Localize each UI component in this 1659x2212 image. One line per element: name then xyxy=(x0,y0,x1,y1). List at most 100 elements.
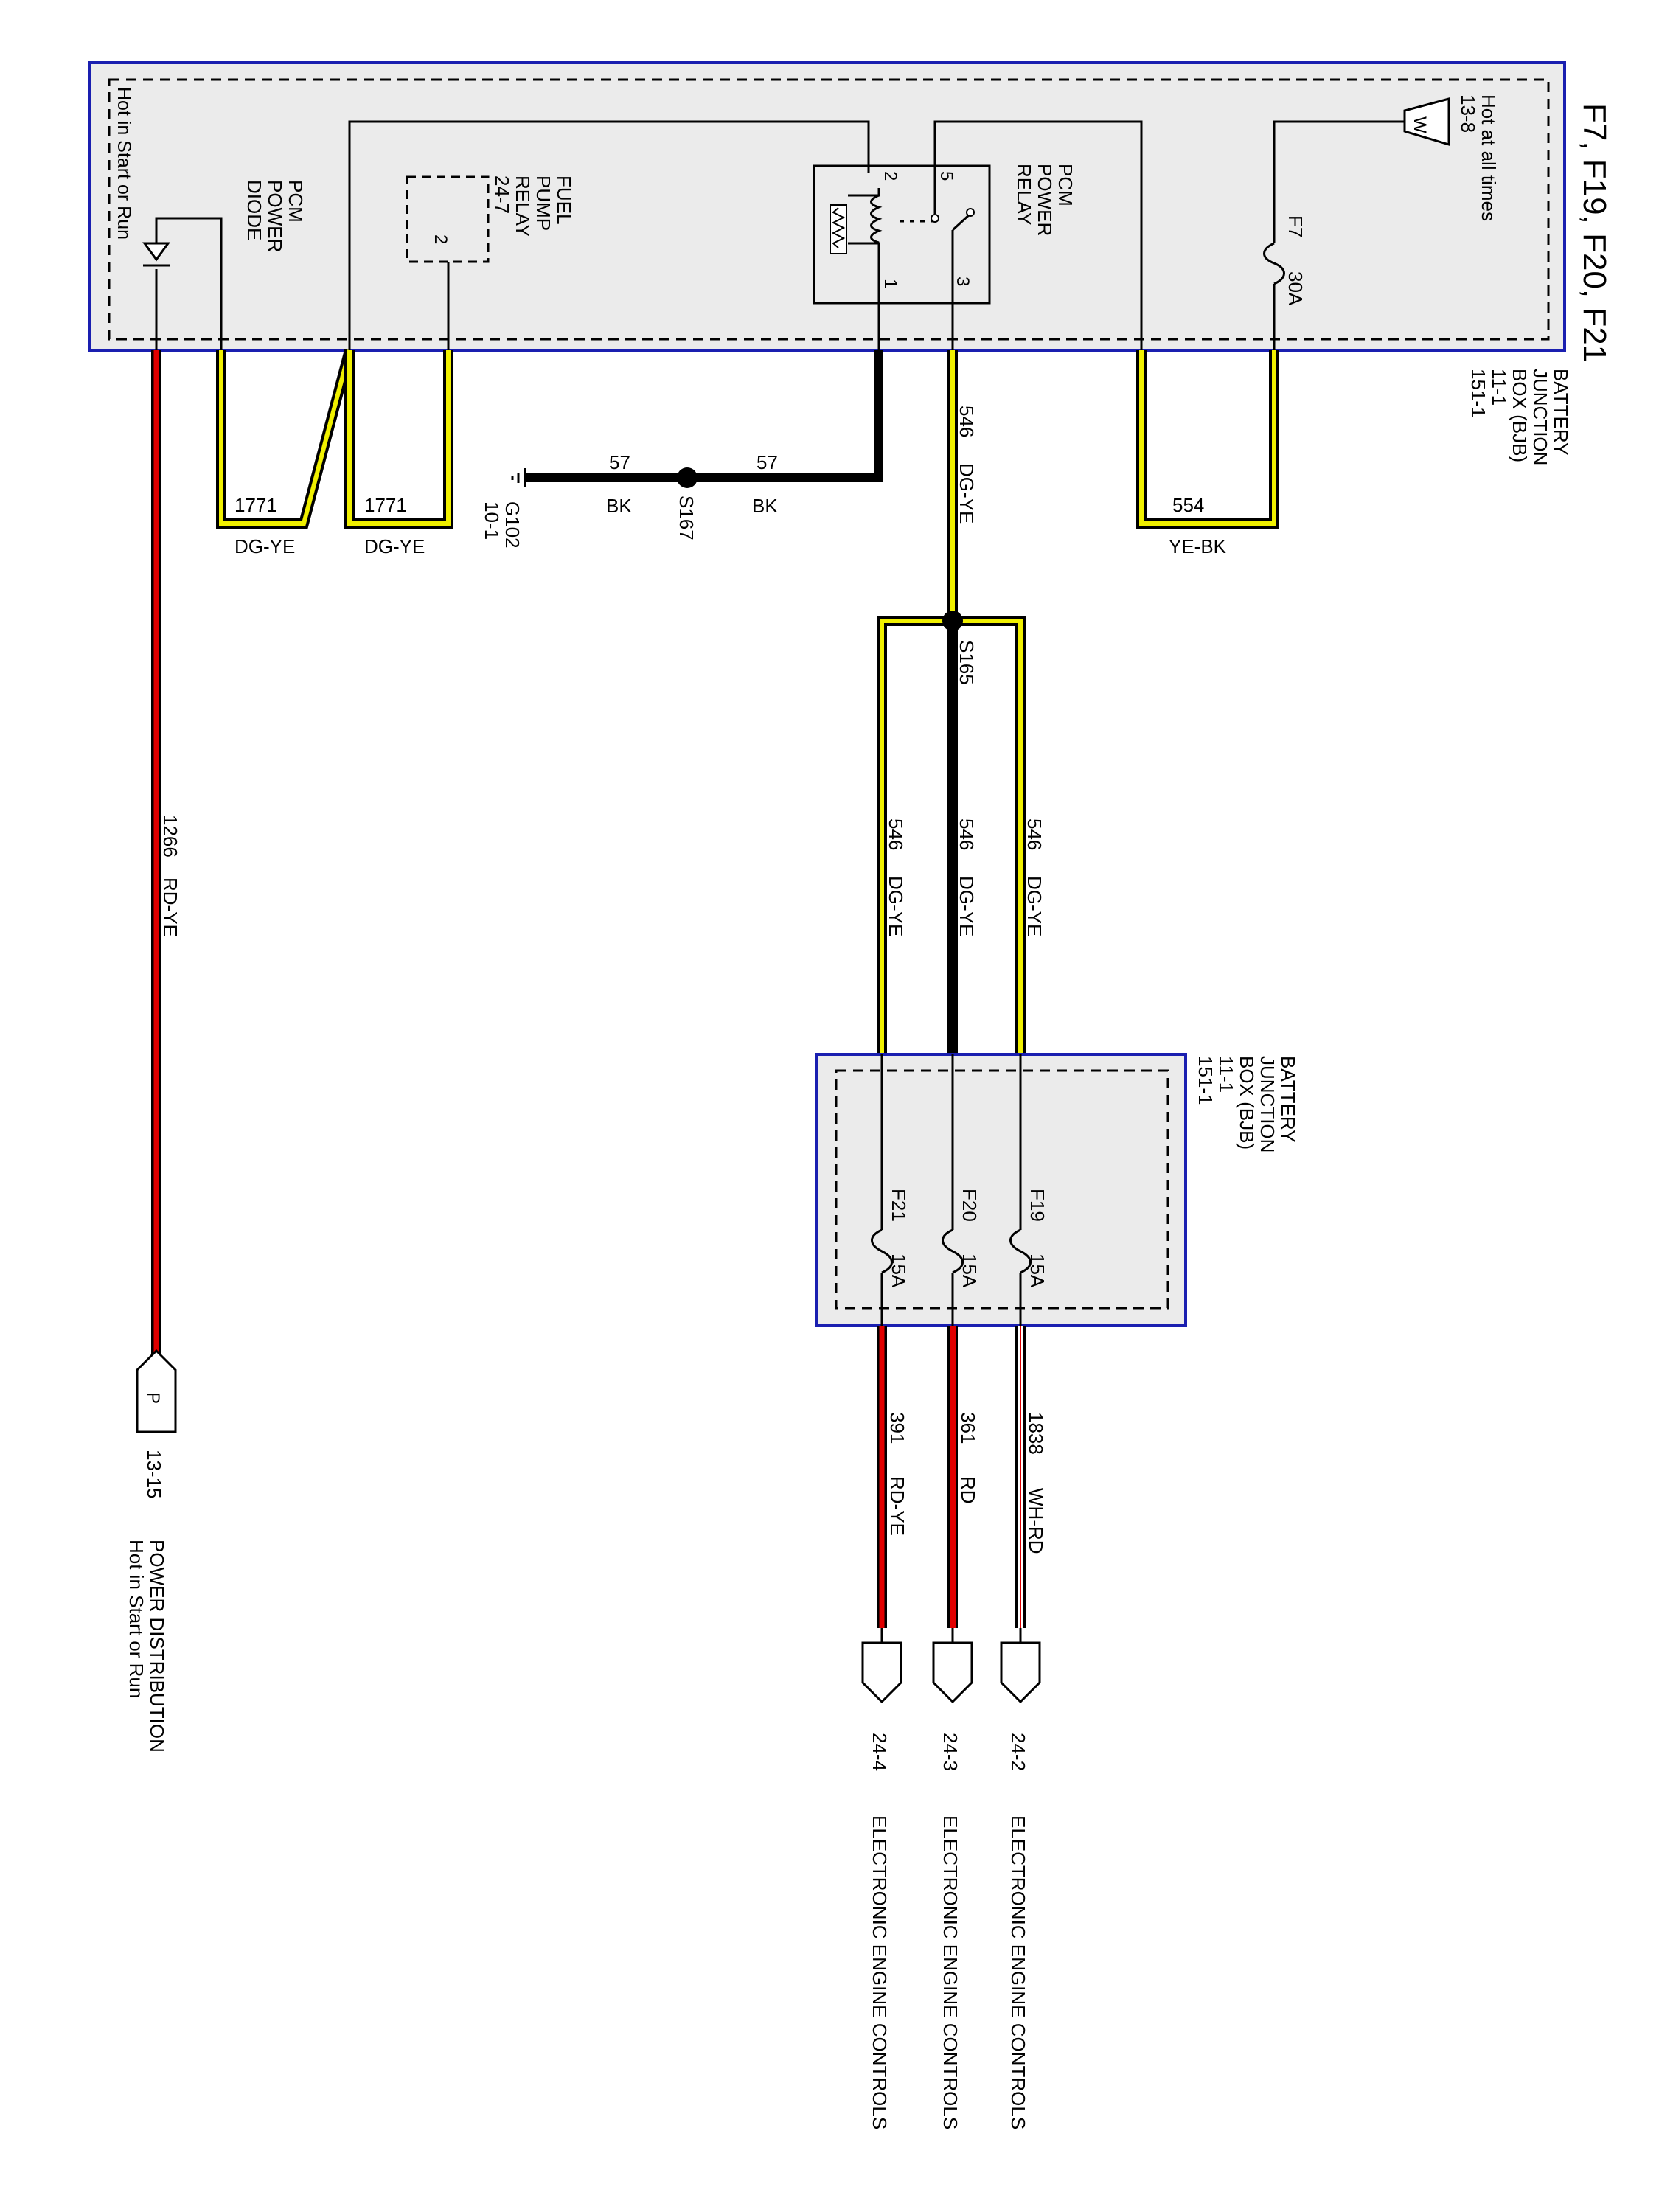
svg-text:POWER: POWER xyxy=(264,180,286,252)
svg-text:30A: 30A xyxy=(1284,271,1307,306)
svg-text:PCM: PCM xyxy=(1054,164,1077,206)
fuse-f20: F20 15A xyxy=(942,1189,981,1288)
svg-text:W: W xyxy=(1410,116,1430,133)
svg-text:3: 3 xyxy=(953,276,973,286)
svg-text:Hot at all times: Hot at all times xyxy=(1478,94,1500,221)
wire-1266-circuit: 1266 xyxy=(159,815,181,858)
svg-text:G102: G102 xyxy=(501,501,524,549)
wire-57-a-color: BK xyxy=(606,495,632,517)
wire-57-b-color: BK xyxy=(752,495,778,517)
battery-junction-box-lower xyxy=(815,1053,1187,1327)
branch-c-circuit: 546 xyxy=(1023,818,1046,850)
splice-s165 xyxy=(942,611,963,631)
pcm-power-relay: 2 5 1 3 xyxy=(813,164,991,305)
svg-text:POWER: POWER xyxy=(1034,164,1056,236)
svg-text:24-4: 24-4 xyxy=(869,1733,891,1771)
wire-57 xyxy=(511,350,883,487)
bjb-lower-label: BATTERY JUNCTION BOX (BJB) 11-1 151-1 xyxy=(1194,1056,1299,1152)
hot-at-all-times-connector: W xyxy=(1403,97,1450,147)
wire-361-color: RD xyxy=(957,1476,979,1504)
svg-text:F7: F7 xyxy=(1284,215,1307,237)
svg-text:15A: 15A xyxy=(1026,1253,1048,1288)
svg-text:PCM: PCM xyxy=(285,180,307,223)
fuse-f21: F21 15A xyxy=(871,1189,910,1288)
wire-546-color: DG-YE xyxy=(956,463,978,524)
svg-text:Hot in Start or Run: Hot in Start or Run xyxy=(125,1540,147,1698)
wire-1771 xyxy=(216,349,453,529)
wire-554-circuit: 554 xyxy=(1172,494,1204,516)
svg-text:BOX (BJB): BOX (BJB) xyxy=(1236,1056,1258,1150)
svg-text:RELAY: RELAY xyxy=(512,175,534,237)
wire-1266-color: RD-YE xyxy=(159,877,181,937)
svg-text:1: 1 xyxy=(880,279,900,288)
svg-text:13-15: 13-15 xyxy=(143,1450,165,1499)
svg-text:JUNCTION: JUNCTION xyxy=(1256,1056,1279,1152)
wire-361-circuit: 361 xyxy=(957,1412,979,1444)
svg-text:24-3: 24-3 xyxy=(939,1733,961,1771)
connector-24-4: 24-4 ELECTRONIC ENGINE CONTROLS xyxy=(861,1628,902,2129)
svg-text:P: P xyxy=(143,1392,163,1404)
svg-text:11-1: 11-1 xyxy=(1488,369,1510,406)
connector-24-2: 24-2 ELECTRONIC ENGINE CONTROLS xyxy=(1000,1628,1041,2129)
ground-g102-label: G102 10-1 xyxy=(481,501,524,549)
branch-a-color: DG-YE xyxy=(885,876,907,936)
svg-text:ELECTRONIC ENGINE CONTROLS: ELECTRONIC ENGINE CONTROLS xyxy=(869,1815,891,2129)
svg-text:5: 5 xyxy=(936,171,956,181)
svg-text:JUNCTION: JUNCTION xyxy=(1529,369,1551,465)
bjb-top-label: BATTERY JUNCTION BOX (BJB) 11-1 151-1 xyxy=(1467,369,1572,465)
svg-text:F21: F21 xyxy=(888,1189,910,1222)
svg-text:F19: F19 xyxy=(1026,1189,1048,1222)
pcm-power-relay-label: PCM POWER RELAY xyxy=(1013,164,1077,236)
svg-text:ELECTRONIC ENGINE CONTROLS: ELECTRONIC ENGINE CONTROLS xyxy=(939,1815,961,2129)
wire-1771-b-color: DG-YE xyxy=(364,535,425,557)
branch-a-circuit: 546 xyxy=(885,818,907,850)
lower-box-internal-wiring xyxy=(880,1054,1022,1326)
page-title: F7, F19, F20, F21 xyxy=(1576,103,1613,363)
wire-1838-circuit: 1838 xyxy=(1025,1412,1047,1455)
fuse-f19: F19 15A xyxy=(1009,1189,1048,1288)
svg-text:PUMP: PUMP xyxy=(532,175,554,231)
wire-1771-a-circuit: 1771 xyxy=(234,494,277,516)
svg-text:24-2: 24-2 xyxy=(1007,1733,1029,1771)
svg-text:15A: 15A xyxy=(959,1253,981,1288)
svg-text:15A: 15A xyxy=(888,1253,910,1288)
power-distribution-connector: P 13-15 POWER DISTRIBUTION Hot in Start … xyxy=(125,1349,177,1753)
svg-text:24-7: 24-7 xyxy=(491,175,513,214)
svg-text:ELECTRONIC ENGINE CONTROLS: ELECTRONIC ENGINE CONTROLS xyxy=(1007,1815,1029,2129)
battery-junction-box-top xyxy=(88,61,1566,352)
pcm-power-diode xyxy=(142,242,170,267)
fuel-pump-relay-label: FUEL PUMP RELAY 24-7 xyxy=(491,175,575,237)
svg-text:BATTERY: BATTERY xyxy=(1277,1056,1299,1143)
wire-57-b-circuit: 57 xyxy=(757,451,778,473)
svg-text:10-1: 10-1 xyxy=(481,501,503,540)
wire-1771-a-color: DG-YE xyxy=(234,535,295,557)
svg-text:BOX (BJB): BOX (BJB) xyxy=(1509,369,1531,462)
wire-1771-b-circuit: 1771 xyxy=(364,494,407,516)
top-box-internal-wiring xyxy=(155,120,1405,350)
fuse-f7: F7 30A xyxy=(1263,215,1307,306)
hot-at-all-times-label: Hot at all times 13-8 xyxy=(1457,94,1500,221)
svg-text:DIODE: DIODE xyxy=(243,180,265,240)
svg-text:2: 2 xyxy=(431,234,451,244)
wire-391-color: RD-YE xyxy=(886,1476,908,1536)
wire-554 xyxy=(1136,350,1279,529)
svg-text:151-1: 151-1 xyxy=(1467,369,1489,418)
branch-c-color: DG-YE xyxy=(1023,876,1046,936)
wire-554-color: YE-BK xyxy=(1169,535,1227,557)
hot-in-start-or-run-label: Hot in Start or Run xyxy=(114,87,134,240)
wire-1838-color: WH-RD xyxy=(1025,1488,1047,1554)
svg-text:11-1: 11-1 xyxy=(1215,1056,1237,1093)
wire-57-a-circuit: 57 xyxy=(609,451,630,473)
pcm-power-diode-label: PCM POWER DIODE xyxy=(243,180,307,252)
branch-b-color: DG-YE xyxy=(956,876,978,936)
svg-text:F20: F20 xyxy=(959,1189,981,1222)
wire-546-circuit: 546 xyxy=(956,406,978,437)
branch-b-circuit: 546 xyxy=(956,818,978,850)
svg-text:2: 2 xyxy=(880,171,900,181)
svg-text:BATTERY: BATTERY xyxy=(1550,369,1572,456)
fuel-pump-relay: 2 xyxy=(406,175,490,263)
svg-text:FUEL: FUEL xyxy=(553,175,575,224)
svg-text:RELAY: RELAY xyxy=(1013,164,1035,225)
svg-text:POWER DISTRIBUTION: POWER DISTRIBUTION xyxy=(146,1540,168,1753)
